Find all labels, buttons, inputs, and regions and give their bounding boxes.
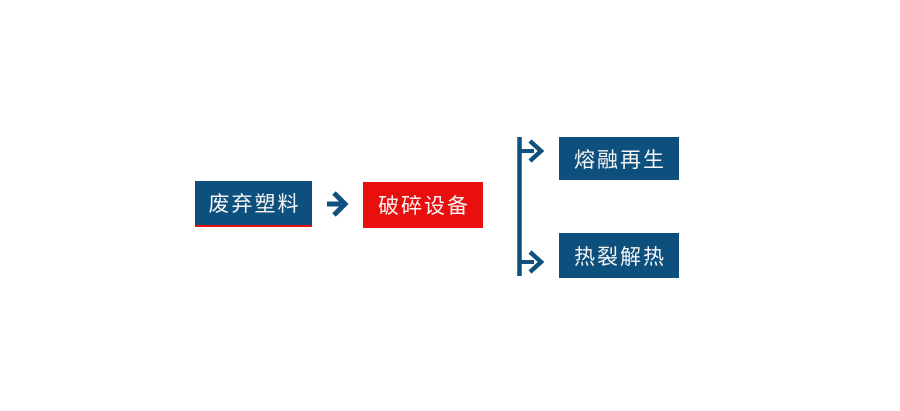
node-label: 破碎设备 [378,195,470,218]
arrow-right-icon [327,191,349,217]
node-pyrolysis-heat: 热裂解热 [559,233,679,278]
node-label: 熔融再生 [574,148,666,172]
branch-arrow-top-icon [518,139,545,163]
node-waste-plastic: 废弃塑料 [195,181,312,227]
branch-arrow-bottom-icon [518,250,545,274]
node-label: 热裂解热 [574,245,666,269]
node-melt-regeneration: 熔融再生 [559,137,679,180]
node-label: 废弃塑料 [208,193,301,216]
node-crushing-equipment: 破碎设备 [363,182,483,228]
